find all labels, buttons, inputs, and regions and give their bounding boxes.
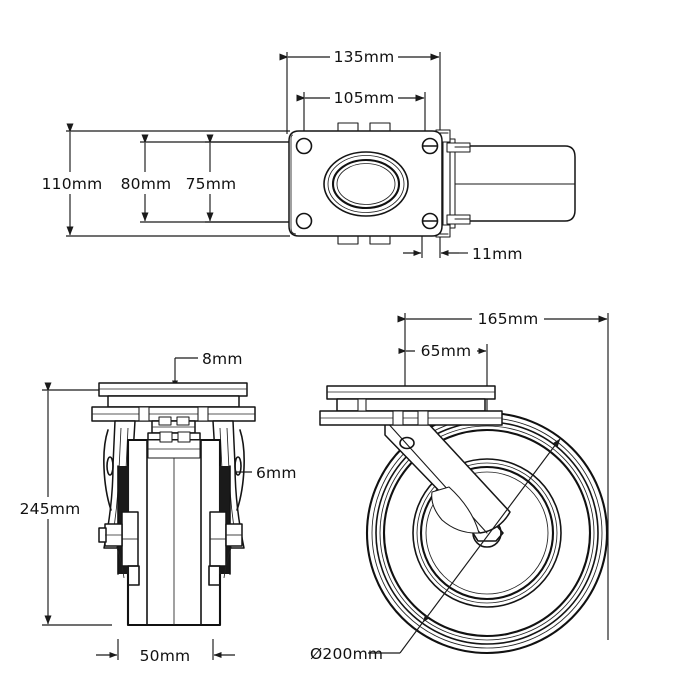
dimension-110mm: 110mm: [36, 123, 108, 236]
dimension-label-11mm: 11mm: [472, 245, 523, 263]
dimension-diameter-200mm: Ø200mm: [310, 438, 561, 663]
bolt-hole-top-left: [295, 137, 313, 155]
dimension-80mm: 80mm: [115, 134, 177, 222]
dimension-label-245mm: 245mm: [20, 500, 81, 518]
dimension-label-75mm: 75mm: [186, 175, 237, 193]
front-view-axle-bolt-left: [98, 511, 139, 567]
dimension-label-50mm: 50mm: [140, 647, 191, 665]
dimension-65mm: 65mm: [398, 340, 487, 360]
dimension-105mm: 105mm: [296, 87, 425, 107]
top-view-group: 135mm 105mm 110mm 80mm 75mm 11mm: [36, 46, 576, 263]
dimension-label-135mm: 135mm: [334, 48, 395, 66]
dimension-165mm: 165mm: [397, 308, 608, 328]
bolt-hole-bottom-left: [295, 212, 313, 230]
dimension-label-110mm: 110mm: [42, 175, 103, 193]
dimension-50mm: 50mm: [96, 644, 235, 666]
dimension-label-8mm: 8mm: [202, 350, 243, 368]
dimension-label-165mm: 165mm: [478, 310, 539, 328]
front-view-swivel-head: [147, 416, 201, 444]
swivel-ring: [323, 151, 409, 217]
dimension-75mm: 75mm: [180, 134, 242, 222]
bolt-hole-top-right: [421, 137, 439, 155]
side-view-group: 165mm 65mm: [310, 308, 609, 663]
dimension-245mm: 245mm: [12, 382, 88, 625]
top-view-wheel-body: [435, 129, 576, 238]
top-view-mounting-plate: [288, 122, 443, 245]
dimension-label-diameter-200mm: Ø200mm: [310, 645, 383, 663]
dimension-label-105mm: 105mm: [334, 89, 395, 107]
bolt-hole-bottom-right: [421, 212, 439, 230]
side-view-swivel-fork: [384, 419, 511, 534]
dimension-135mm: 135mm: [279, 46, 440, 66]
dimension-label-80mm: 80mm: [121, 175, 172, 193]
dimension-label-6mm: 6mm: [256, 464, 297, 482]
dimension-11mm: 11mm: [403, 245, 523, 263]
front-view-group: 8mm 245mm 6mm 50mm: [12, 350, 297, 666]
front-view-mounting-plate: [91, 382, 256, 422]
dimension-label-65mm: 65mm: [421, 342, 472, 360]
front-view-lower-bracket: [116, 547, 232, 586]
side-view-mounting-plate: [319, 385, 503, 426]
